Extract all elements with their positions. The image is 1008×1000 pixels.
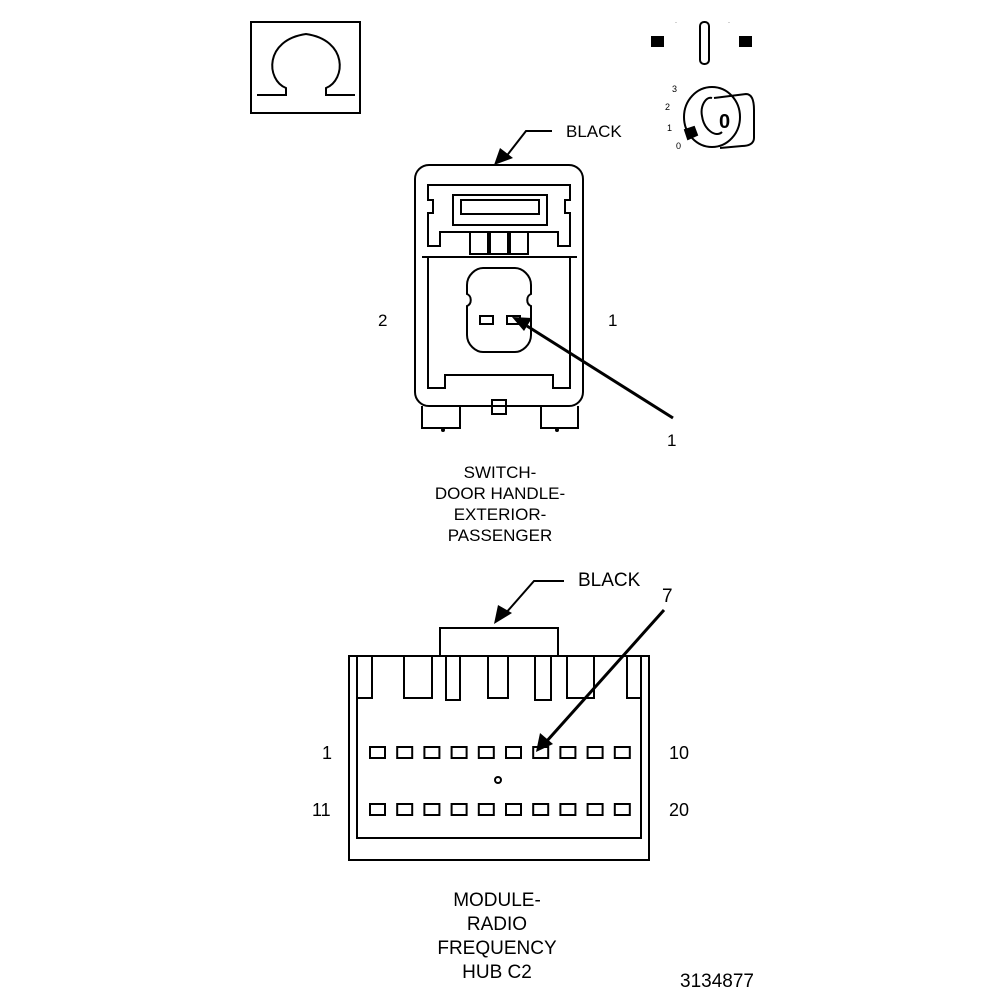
switch-side-right-label: 1 — [608, 311, 617, 330]
cavity-8 — [559, 746, 577, 759]
cavity-20 — [613, 803, 631, 816]
cavity-11 — [369, 803, 386, 816]
ignition-key-icon: · · 0 — [651, 20, 755, 149]
cavity-2 — [396, 746, 414, 759]
cavity-17 — [532, 803, 550, 816]
module-caption-line-2: RADIO — [467, 914, 527, 935]
switch-callout-number: 1 — [667, 431, 676, 450]
ignition-pos-1: 1 — [667, 123, 672, 133]
switch-caption-line-3: EXTERIOR- — [454, 505, 547, 524]
key-mark-label: 0 — [719, 111, 730, 133]
cavity-18 — [559, 803, 577, 816]
ignition-pos-2: 2 — [665, 102, 670, 112]
switch-color-leader — [494, 130, 552, 165]
cavity-row-1 — [369, 746, 631, 759]
cavity-6 — [505, 746, 522, 759]
module-caption-line-1: MODULE- — [453, 890, 541, 911]
module-callout-arrow — [536, 609, 666, 752]
cavity-9 — [586, 746, 604, 759]
module-caption-line-3: FREQUENCY — [437, 938, 557, 959]
svg-text:·: · — [728, 20, 730, 26]
row2-end-label: 20 — [669, 800, 689, 820]
cavity-10 — [613, 746, 631, 759]
row2-start-label: 11 — [312, 800, 331, 820]
switch-caption-line-1: SWITCH- — [464, 463, 537, 482]
module-color-label: BLACK — [578, 570, 641, 591]
switch-callout-arrow — [512, 317, 674, 420]
module-connector-body — [348, 627, 650, 861]
ignition-pos-3: 3 — [672, 84, 677, 94]
cavity-7 — [532, 746, 550, 759]
module-color-leader — [494, 580, 564, 624]
cavity-19 — [586, 803, 604, 816]
cavity-5 — [477, 746, 495, 759]
module-caption-line-4: HUB C2 — [462, 962, 532, 983]
switch-color-label: BLACK — [566, 122, 622, 141]
cavity-14 — [450, 803, 468, 816]
cavity-15 — [477, 803, 495, 816]
switch-side-left-label: 2 — [378, 311, 387, 330]
cavity-row-2 — [369, 803, 631, 816]
row1-end-label: 10 — [669, 743, 689, 763]
switch-connector-body — [414, 164, 584, 429]
cavity-12 — [396, 803, 414, 816]
cavity-13 — [423, 803, 441, 816]
svg-text:·: · — [675, 20, 677, 26]
row1-start-label: 1 — [322, 743, 332, 763]
switch-caption-line-2: DOOR HANDLE- — [435, 484, 565, 503]
polarizing-dot — [494, 776, 502, 784]
cavity-1 — [369, 746, 386, 759]
figure-id: 3134877 — [680, 971, 754, 992]
cavity-4 — [450, 746, 468, 759]
cavity-3 — [423, 746, 441, 759]
omega-symbol-icon — [250, 21, 361, 114]
module-callout-number: 7 — [662, 586, 673, 607]
cavity-16 — [505, 803, 522, 816]
switch-caption-line-4: PASSENGER — [448, 526, 553, 545]
ignition-pos-0: 0 — [676, 141, 681, 151]
